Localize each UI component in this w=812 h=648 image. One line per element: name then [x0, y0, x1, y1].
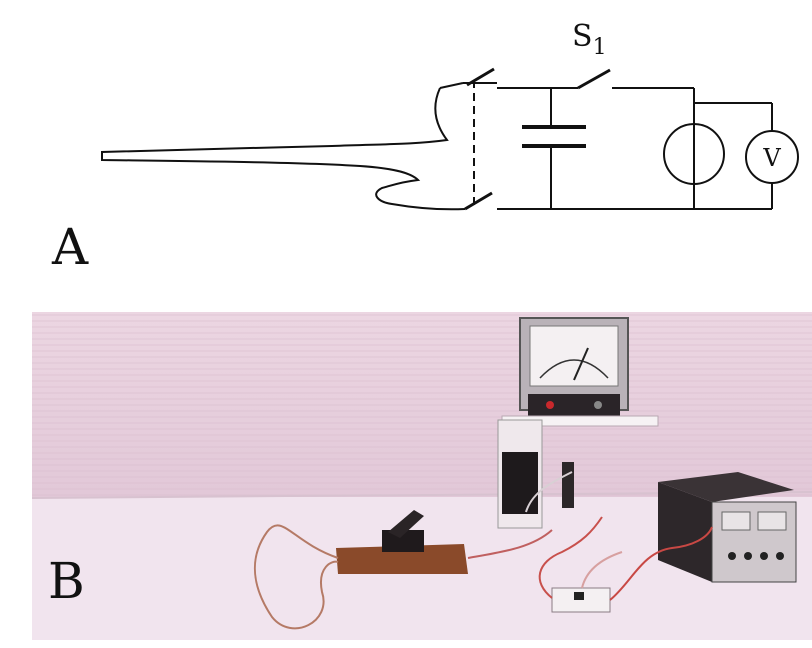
knife-switch	[336, 510, 468, 574]
component-box	[497, 419, 574, 529]
probe-outline	[101, 87, 466, 211]
apparatus-photo	[32, 312, 812, 640]
analog-meter	[519, 317, 629, 416]
voltmeter-symbol: V	[762, 144, 781, 172]
switch-label: S1	[572, 19, 607, 60]
power-supply	[658, 472, 797, 583]
switch-s1	[577, 68, 611, 90]
panel-b-label: B	[48, 552, 85, 610]
circuit-schematic: S1 V	[101, 19, 799, 211]
panel-a-label: A	[52, 218, 89, 276]
